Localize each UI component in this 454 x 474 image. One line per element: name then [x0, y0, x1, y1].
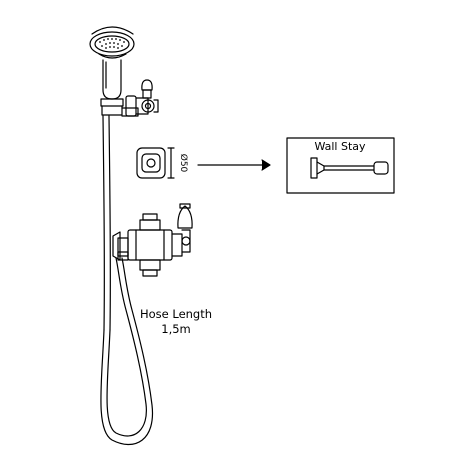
wall-stay-inset: [286, 137, 395, 194]
wall-stay-title: Wall Stay: [314, 140, 366, 153]
pointer-arrow: [197, 159, 271, 171]
mixing-valve: [112, 203, 193, 277]
shower-head: [89, 26, 135, 59]
shower-handle: [100, 59, 124, 107]
wall-plate: [136, 147, 175, 179]
riser-pipe: [102, 115, 112, 331]
wall-stay-illustration: [310, 157, 389, 179]
hose-length-label: Hose Length: [140, 307, 212, 321]
handset-holder: [101, 105, 139, 117]
dimension-label: Ø50: [178, 154, 189, 173]
wall-bracket-upper: [125, 79, 159, 117]
hose-length-value: 1,5m: [161, 322, 191, 336]
shower-head-nozzles: [99, 38, 125, 49]
hose: [100, 257, 154, 445]
